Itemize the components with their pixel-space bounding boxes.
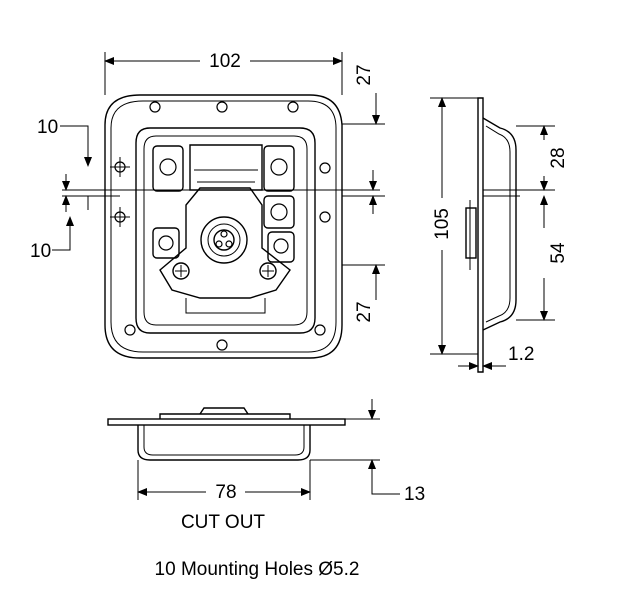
dim-upper-27: 27 [342,64,385,125]
latch-plate [159,187,291,299]
dim-center-gap [342,170,385,214]
dim-side-upper: 28 [516,125,569,191]
dim-label-27-bottom: 27 [354,301,375,322]
recessed-dish [135,127,316,334]
cam-ring [207,223,241,257]
mounting-hole [319,162,331,174]
mounting-hole [216,339,228,351]
outer-plate-inner-edge [110,100,337,353]
bottom-view [107,407,346,461]
bottom-dish [137,425,311,461]
mounting-hole [149,101,161,113]
dim-label-13: 13 [404,484,425,505]
dim-label-27-top: 27 [354,64,375,85]
mounting-hole [319,211,331,223]
dim-label-10-top: 10 [37,117,58,138]
mounting-hole [216,101,228,113]
bottom-latch-top [159,413,291,419]
dim-label-10-bottom: 10 [30,241,51,262]
caption-cutout: CUT OUT [181,512,265,533]
caption-mounting-holes: 10 Mounting Holes Ø5.2 [155,559,360,580]
dim-label-54: 54 [548,242,569,264]
dim-label-105: 105 [432,208,453,240]
dim-top-width: 102 [104,51,343,95]
cam-outer [200,216,248,264]
cam-core [213,229,235,251]
front-view [62,94,380,359]
bottom-flange [107,418,346,426]
dim-thickness: 1.2 [458,344,534,370]
mounting-hole [314,324,326,336]
dim-depth: 13 [310,399,425,505]
side-flange [477,97,484,373]
side-view [465,97,520,373]
latch-hinge [189,144,263,191]
rivet-right [259,262,277,280]
dim-side-height: 105 [430,97,478,355]
latch-bracket-left [152,145,184,192]
outer-plate [104,94,343,359]
dim-cutout: 78 [137,460,311,503]
side-latch [465,207,477,259]
recessed-dish-inner [143,135,308,326]
side-dish [482,117,517,331]
mounting-hole [287,101,299,113]
dim-label-102: 102 [209,51,241,72]
rivet-left [172,262,190,280]
mounting-hole [124,324,136,336]
dim-label-1-2: 1.2 [508,344,534,365]
dim-label-28: 28 [548,147,569,168]
dim-hole-spacing: 10 10 [30,117,92,262]
dim-side-lower: 54 [516,195,569,321]
dim-label-78: 78 [215,482,236,503]
latch-bracket-right [263,145,295,192]
dim-lower-27: 27 [342,264,385,323]
